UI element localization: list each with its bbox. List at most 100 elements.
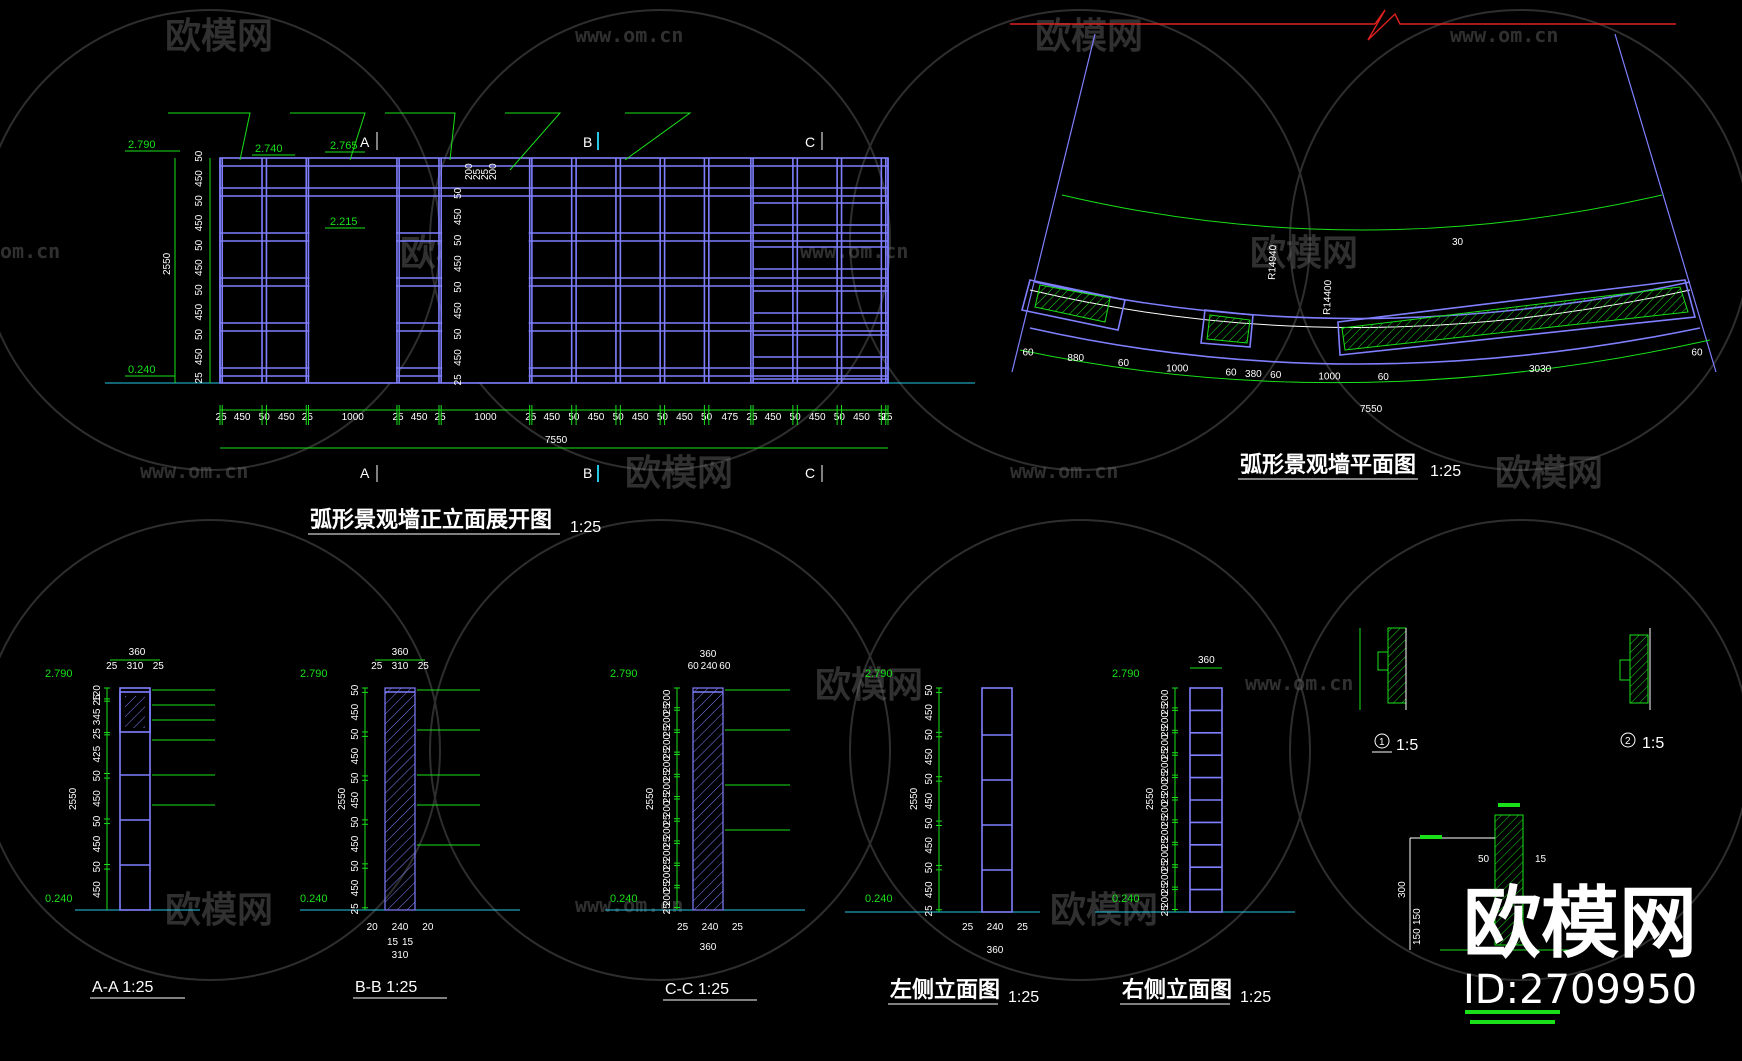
- elevation-mid-top-dim: 25: [472, 168, 483, 180]
- bb-side-dim: 50: [350, 684, 361, 696]
- elevation-dim-label: 25: [216, 412, 228, 423]
- right-side-dim: 25: [1160, 748, 1171, 760]
- elevation-left-dim: 450: [194, 170, 205, 187]
- aa-side-dim: 120: [92, 685, 103, 702]
- elevation-left-dim: 450: [194, 259, 205, 276]
- bb-width: 360: [392, 647, 409, 658]
- elevation-dim-label: 25: [392, 412, 404, 423]
- bb-bottom-dim2: 15: [402, 937, 414, 948]
- aa-side-dim: 25: [92, 694, 103, 706]
- elevation-dim-label: 450: [632, 412, 649, 423]
- left-side-dim: 50: [924, 684, 935, 696]
- cc-side-dim: 200: [662, 844, 673, 861]
- right-side-dim: 25: [1160, 793, 1171, 805]
- detail-dim: 150: [1412, 908, 1423, 925]
- right-side-dim: 200: [1160, 824, 1171, 841]
- detail-dim: 300: [1397, 881, 1408, 898]
- svg-text:欧模网: 欧模网: [165, 16, 273, 57]
- cc-top-dim: 60: [688, 661, 700, 672]
- svg-text:欧模网: 欧模网: [625, 453, 733, 494]
- svg-text:2550: 2550: [68, 787, 79, 810]
- aa-width: 360: [129, 647, 146, 658]
- svg-text:www.om.cn: www.om.cn: [1010, 459, 1118, 483]
- left-side-dim: 450: [924, 837, 935, 854]
- right-side-dim: 25: [1160, 703, 1171, 715]
- right-side-dim: 25: [1160, 905, 1171, 917]
- cc-top-dim: 240: [701, 661, 718, 672]
- svg-text:C: C: [805, 465, 815, 481]
- right-side-dim: 200: [1160, 756, 1171, 773]
- elevation-dim-label: 50: [790, 412, 802, 423]
- cc-side-dim: 200: [662, 756, 673, 773]
- bb-side-dim: 25: [350, 903, 361, 915]
- svg-text:2550: 2550: [162, 252, 173, 275]
- elevation-dim-label: 1000: [342, 412, 365, 423]
- right-side-dim: 200: [1160, 891, 1171, 908]
- plan-dim-label: 60: [1022, 347, 1034, 358]
- cc-side-dim: 200: [662, 733, 673, 750]
- plan-dim-label: 380: [1245, 369, 1262, 380]
- right-side-dim: 200: [1160, 846, 1171, 863]
- svg-text:C: C: [805, 134, 815, 150]
- right-side-dim: 200: [1160, 689, 1171, 706]
- left-side-dim: 50: [924, 729, 935, 741]
- svg-text:2.790: 2.790: [610, 668, 638, 680]
- svg-text:0.240: 0.240: [45, 893, 73, 905]
- elevation-left-dim: 450: [194, 214, 205, 231]
- plan-dim-label: 1000: [1318, 372, 1341, 383]
- bb-side-dim: 450: [350, 703, 361, 720]
- elevation-dim-label: 50: [568, 412, 580, 423]
- right-side-dim: 25: [1160, 838, 1171, 850]
- elevation-mid-dim: 450: [453, 302, 464, 319]
- aa-side-dim: 450: [92, 835, 103, 852]
- aa-side-dim: 450: [92, 881, 103, 898]
- cc-side-dim: 200: [662, 689, 673, 706]
- svg-text:www.om.cn: www.om.cn: [575, 893, 683, 917]
- left-side-dim: 50: [924, 862, 935, 874]
- right-side-dim: 25: [1160, 726, 1171, 738]
- bb-side-dim: 50: [350, 728, 361, 740]
- svg-text:2550: 2550: [645, 787, 656, 810]
- elevation-mid-dim: 50: [453, 281, 464, 293]
- bb-top-dim: 25: [371, 661, 383, 672]
- left-bottom-total: 360: [987, 945, 1004, 956]
- svg-text:www.om.cn: www.om.cn: [140, 459, 248, 483]
- elevation-dim-label: 25: [881, 412, 893, 423]
- plan-dim-label: 1000: [1166, 363, 1189, 374]
- elevation-dim-label: 50: [878, 412, 890, 423]
- left-bottom-dim: 25: [962, 922, 974, 933]
- elevation-mid-dim: 50: [453, 234, 464, 246]
- right-side-dim: 200: [1160, 734, 1171, 751]
- cc-side-dim: 25: [662, 814, 673, 826]
- elevation-mid-dim: 25: [453, 374, 464, 386]
- plan-dim-label: 60: [1225, 367, 1237, 378]
- elevation-left-dim: 450: [194, 348, 205, 365]
- detail-2: 2 1:5: [1619, 628, 1664, 752]
- elevation-mid-dim: 50: [453, 187, 464, 199]
- elevation-left-dim: 50: [194, 239, 205, 251]
- cc-side-dim: 25: [662, 770, 673, 782]
- cc-bottom-dim: 25: [677, 922, 689, 933]
- cc-bottom-dim: 25: [732, 922, 744, 933]
- svg-text:欧模网: 欧模网: [1035, 16, 1143, 57]
- bb-side-dim: 50: [350, 772, 361, 784]
- right-side-dim: 25: [1160, 815, 1171, 827]
- svg-text:R14940: R14940: [1267, 244, 1279, 280]
- plan-dim-label: 3030: [1529, 364, 1552, 375]
- svg-text:ID:2709950: ID:2709950: [1463, 967, 1697, 1013]
- cc-top-dim: 60: [719, 661, 731, 672]
- bb-side-dim: 450: [350, 791, 361, 808]
- elevation-dim-label: 450: [588, 412, 605, 423]
- svg-text:0.240: 0.240: [865, 893, 893, 905]
- left-elevation-title: 左侧立面图: [890, 977, 1000, 1003]
- elevation-left-dim: 25: [194, 372, 205, 384]
- cc-side-dim: 25: [662, 881, 673, 893]
- bb-side-dim: 50: [350, 860, 361, 872]
- watermark-circles: [0, 9, 1742, 981]
- left-bottom-dim: 25: [1017, 922, 1029, 933]
- svg-text:2.790: 2.790: [865, 668, 893, 680]
- left-bottom-dim: 240: [987, 922, 1004, 933]
